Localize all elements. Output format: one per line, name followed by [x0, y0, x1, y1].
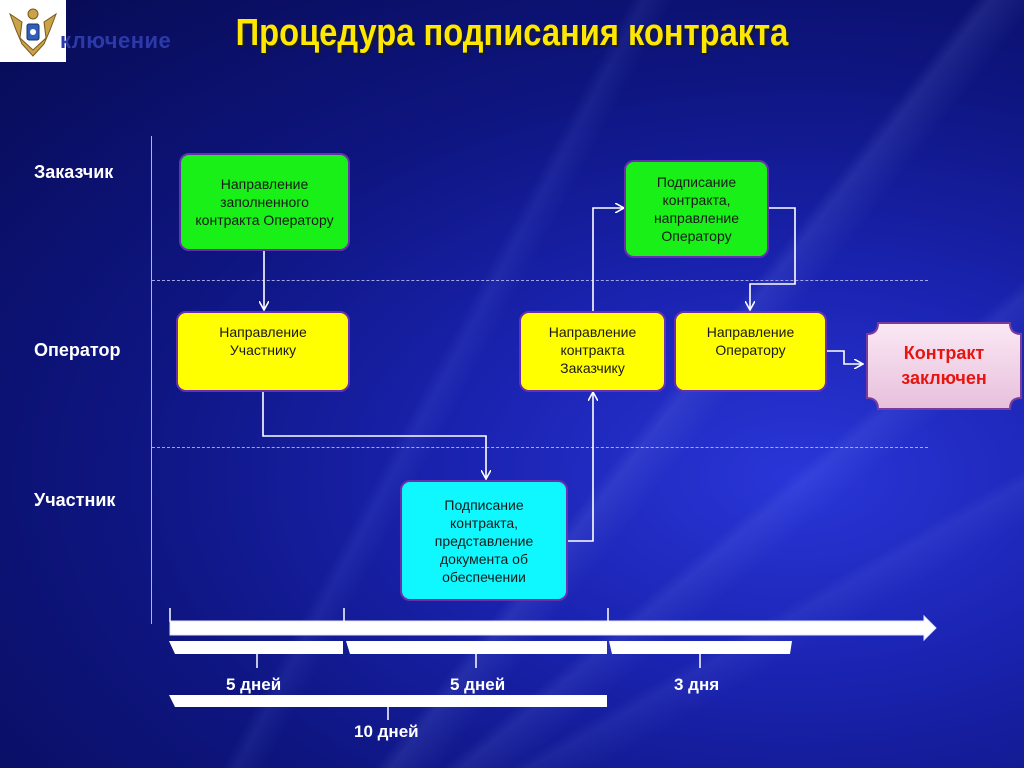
arrow-participant-to-operator: [568, 393, 593, 542]
arrow-to-result: [826, 350, 862, 364]
timeline-segment-label: 5 дней: [450, 675, 506, 694]
lane-label-customer: Заказчик: [34, 162, 114, 182]
lane-axis-line: [151, 136, 152, 624]
segment-bracket: [346, 641, 607, 654]
total-bracket: [169, 695, 607, 707]
step-participant-sign-contract: Подписание контракта, представление доку…: [400, 480, 568, 601]
step-label: Направление Участнику: [219, 324, 307, 358]
result-label: Контракт заключен: [901, 343, 987, 388]
lane-label-participant: Участник: [34, 490, 116, 510]
timeline-segment-label: 5 дней: [226, 675, 282, 694]
step-operator-to-participant: Направление Участнику: [176, 311, 350, 392]
segment-bracket: [169, 641, 343, 654]
timeline: [169, 608, 937, 720]
arrow-operator-to-participant: [262, 391, 486, 478]
step-customer-send-contract: Направление заполненного контракта Опера…: [179, 153, 350, 251]
lane-divider: [152, 280, 928, 281]
step-label: Подписание контракта, представление доку…: [434, 496, 534, 585]
ghost-header-text: ключение: [60, 28, 172, 53]
segment-bracket: [609, 641, 792, 654]
emblem-icon: [0, 0, 66, 62]
timeline-segment-label: 3 дня: [674, 675, 720, 694]
step-operator-send-operator: Направление Оператору: [674, 311, 827, 392]
result-badge-shape: [866, 322, 1022, 410]
result-contract-concluded: Контракт заключен: [866, 322, 1022, 410]
timeline-total-label: 10 дней: [354, 722, 419, 741]
lane-divider: [152, 447, 928, 448]
arrow-customer-to-operator-final: [750, 207, 796, 309]
lane-label-operator: Оператор: [34, 340, 121, 360]
step-customer-sign-contract: Подписание контракта, направление Операт…: [624, 160, 769, 258]
step-label: Направление контракта Заказчику: [548, 324, 637, 376]
page-title: Процедура подписания контракта: [235, 12, 789, 54]
arrow-operator-to-customer: [592, 208, 623, 311]
step-operator-to-customer: Направление контракта Заказчику: [519, 311, 666, 392]
step-label: Направление заполненного контракта Опера…: [195, 176, 334, 228]
step-label: Направление Оператору: [706, 324, 795, 358]
timeline-arrow: [169, 614, 937, 642]
step-label: Подписание контракта, направление Операт…: [653, 174, 740, 244]
